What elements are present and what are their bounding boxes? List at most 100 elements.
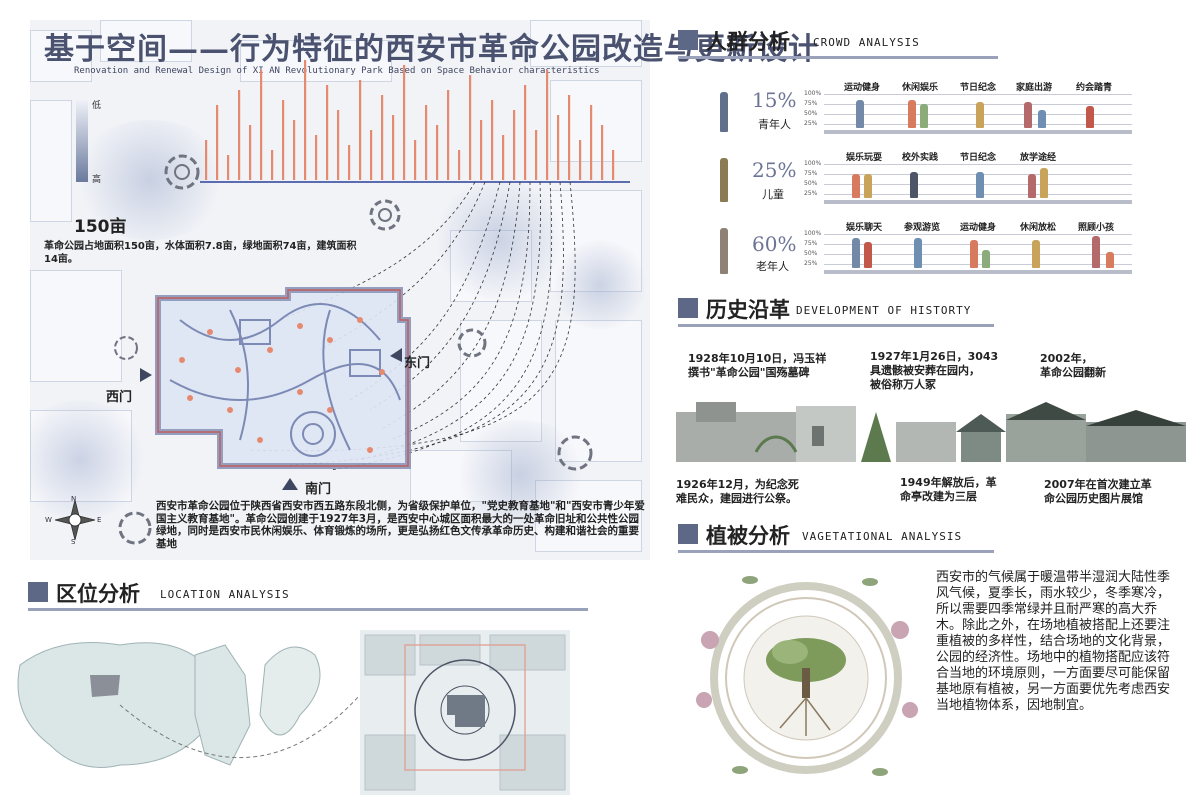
leaf-icons: [732, 576, 888, 776]
crowd-group-elderly: 60% 老年人 100% 75% 50% 25% 娱乐聊天 参观游览 运动健身 …: [676, 222, 1196, 282]
frequency-bar: [293, 120, 296, 180]
vegetation-title-en: VAGETATIONAL ANALYSIS: [802, 530, 963, 543]
section-divider: [678, 56, 998, 59]
activity-label: 休闲放松: [1020, 223, 1057, 233]
activity-label: 照顾小孩: [1078, 223, 1115, 233]
vegetation-section-header: 植被分析 VAGETATIONAL ANALYSIS: [678, 522, 994, 553]
frequency-bar: [557, 115, 560, 180]
activity-label: 节日纪念: [960, 83, 997, 93]
tick-label: 25%: [804, 120, 818, 127]
park-plan: [155, 287, 411, 469]
history-event-2002: 2002年， 革命公园翻新: [1040, 352, 1106, 379]
crowd-title: 人群分析: [706, 29, 790, 54]
behavior-diagram: [54, 60, 630, 545]
flower-icons: [696, 621, 918, 718]
china-map: [17, 642, 219, 768]
tick-label: 75%: [804, 100, 818, 107]
gate-east-label: 东门: [404, 356, 431, 371]
frequency-bar: [271, 150, 274, 180]
baseline-bar: [824, 200, 1132, 204]
frequency-bar: [414, 140, 417, 180]
park-description: 西安市革命公园位于陕西省西安市西五路东段北侧，为省级保护单位，"党史教育基地"和…: [156, 500, 645, 550]
tick-label: 50%: [804, 180, 818, 187]
page-subtitle: Renovation and Renewal Design of XI AN R…: [74, 66, 600, 76]
frequency-bar: [458, 150, 461, 180]
frequency-bar: [326, 85, 329, 180]
person-icon: [720, 228, 728, 274]
group-percent: 15%: [752, 88, 797, 112]
activity-label: 校外实践: [902, 153, 939, 163]
west-gate-arrow: [140, 368, 152, 382]
crowd-group-youth: 15% 青年人 100% 75% 50% 25% 运动健身 休闲娱乐 节日纪念 …: [676, 82, 1196, 142]
frequency-bar: [227, 155, 230, 180]
frequency-bar: [524, 85, 527, 180]
activity-label: 放学途经: [1020, 153, 1057, 163]
location-maps: [17, 630, 570, 795]
section-square-icon: [678, 30, 698, 50]
activity-label: 娱乐聊天: [846, 223, 883, 233]
frequency-bar: [612, 150, 615, 180]
baseline-bar: [824, 130, 1132, 134]
gate-south-label: 南门: [305, 482, 332, 497]
south-gate-arrow: [282, 478, 298, 490]
tick-label: 25%: [804, 260, 818, 267]
vegetation-circle-diagram: [696, 576, 918, 776]
frequency-bar: [403, 65, 406, 180]
group-name: 儿童: [762, 188, 784, 201]
frequency-bar: [282, 100, 285, 180]
tick-label: 100%: [804, 160, 822, 167]
frequency-bar: [304, 60, 307, 180]
frequency-bars: [205, 60, 615, 180]
location-section-header: 区位分析 LOCATION ANALYSIS: [28, 580, 588, 611]
frequency-bar: [370, 130, 373, 180]
legend-high-label: 高: [92, 175, 102, 185]
history-event-1928: 1928年10月10日，冯玉祥 撰书"革命公园"国殇墓碑: [688, 352, 827, 379]
group-percent: 60%: [752, 232, 797, 256]
density-legend-bar: [76, 100, 88, 182]
frequency-bar: [480, 120, 483, 180]
frequency-bar: [381, 95, 384, 180]
activity-label: 休闲娱乐: [902, 83, 939, 93]
legend-low-label: 低: [92, 101, 102, 111]
frequency-bar: [469, 75, 472, 180]
person-icon: [720, 92, 728, 132]
frequency-bar: [513, 110, 516, 180]
activity-label: 参观游览: [904, 223, 941, 233]
tick-label: 100%: [804, 230, 822, 237]
tick-label: 25%: [804, 190, 818, 197]
group-name: 老年人: [756, 260, 789, 273]
frequency-bar: [216, 105, 219, 180]
tick-label: 100%: [804, 90, 822, 97]
group-name: 青年人: [758, 118, 791, 131]
frequency-bar: [502, 135, 505, 180]
east-gate-arrow: [390, 348, 402, 362]
history-event-2007: 2007年在首次建立革 命公园历史图片展馆: [1044, 478, 1152, 505]
tick-label: 75%: [804, 170, 818, 177]
compass-n: N: [71, 495, 77, 503]
frequency-bar: [392, 115, 395, 180]
vegetation-title: 植被分析: [706, 523, 790, 548]
crowd-group-children: 25% 儿童 100% 75% 50% 25% 娱乐玩耍 校外实践 节日纪念 放…: [676, 152, 1196, 212]
tick-label: 50%: [804, 250, 818, 257]
observation-markers: [114, 154, 593, 545]
activity-label: 家庭出游: [1016, 83, 1053, 93]
activity-label: 娱乐玩耍: [846, 153, 883, 163]
person-icon: [720, 158, 728, 202]
frequency-bar: [359, 80, 362, 180]
frequency-bar: [436, 125, 439, 180]
frequency-bar: [579, 140, 582, 180]
tree-trunk-icon: [802, 668, 810, 698]
activity-label: 运动健身: [960, 223, 997, 233]
frequency-bar: [337, 110, 340, 180]
park-points: [179, 317, 385, 453]
section-square-icon: [28, 582, 48, 602]
frequency-bar: [249, 125, 252, 180]
tick-label: 50%: [804, 110, 818, 117]
compass-icon: [54, 499, 96, 541]
frequency-bar: [590, 105, 593, 180]
shaanxi-map: [194, 644, 321, 766]
crowd-title-en: CROWD ANALYSIS: [813, 36, 920, 49]
frequency-bar: [260, 70, 263, 180]
crowd-section-header: 人群分析 CROWD ANALYSIS: [678, 28, 998, 59]
section-square-icon: [678, 524, 698, 544]
